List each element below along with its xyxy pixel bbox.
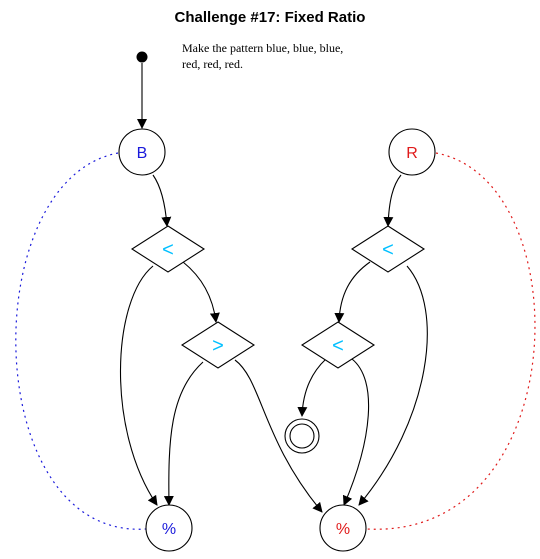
edge-lt-to-bluesink — [120, 265, 158, 506]
red-link-dotted — [366, 152, 536, 530]
start-dot[interactable] — [136, 51, 148, 63]
source-node-b[interactable]: B — [118, 128, 166, 176]
edge-rt-to-rm — [334, 261, 371, 323]
end-node[interactable] — [284, 418, 320, 454]
source-node-r[interactable]: R — [388, 128, 436, 176]
comparator-right-mid-label: < — [332, 335, 344, 357]
sink-blue-label: % — [162, 521, 176, 538]
edge-rt-to-redsink — [358, 265, 428, 506]
sink-node-blue[interactable]: % — [145, 504, 193, 552]
comparator-left-mid-label: > — [212, 335, 224, 357]
sink-red-label: % — [336, 521, 350, 538]
edge-rm-to-end — [297, 358, 327, 417]
edge-r-to-rt — [383, 174, 402, 227]
source-r-label: R — [406, 145, 418, 162]
comparator-left-top[interactable]: < — [130, 225, 206, 273]
comparator-left-top-label: < — [162, 239, 174, 261]
edge-lm-to-bluesink — [163, 361, 204, 506]
edge-rm-to-redsink — [342, 358, 370, 506]
source-b-label: B — [137, 145, 148, 162]
diagram-title: Challenge #17: Fixed Ratio — [175, 9, 366, 26]
sink-node-red[interactable]: % — [319, 504, 367, 552]
edge-b-to-lt — [152, 174, 172, 227]
comparator-right-mid[interactable]: < — [300, 321, 376, 369]
edge-lm-to-redsink — [234, 359, 323, 513]
comparator-left-mid[interactable]: > — [180, 321, 256, 369]
blue-link-dotted — [15, 152, 147, 530]
comparator-right-top[interactable]: < — [350, 225, 426, 273]
instruction-line-1: Make the pattern blue, blue, blue, — [182, 41, 343, 55]
comparator-right-top-label: < — [382, 239, 394, 261]
edge-lt-to-lm — [182, 261, 220, 323]
instruction-line-2: red, red, red. — [182, 57, 243, 71]
